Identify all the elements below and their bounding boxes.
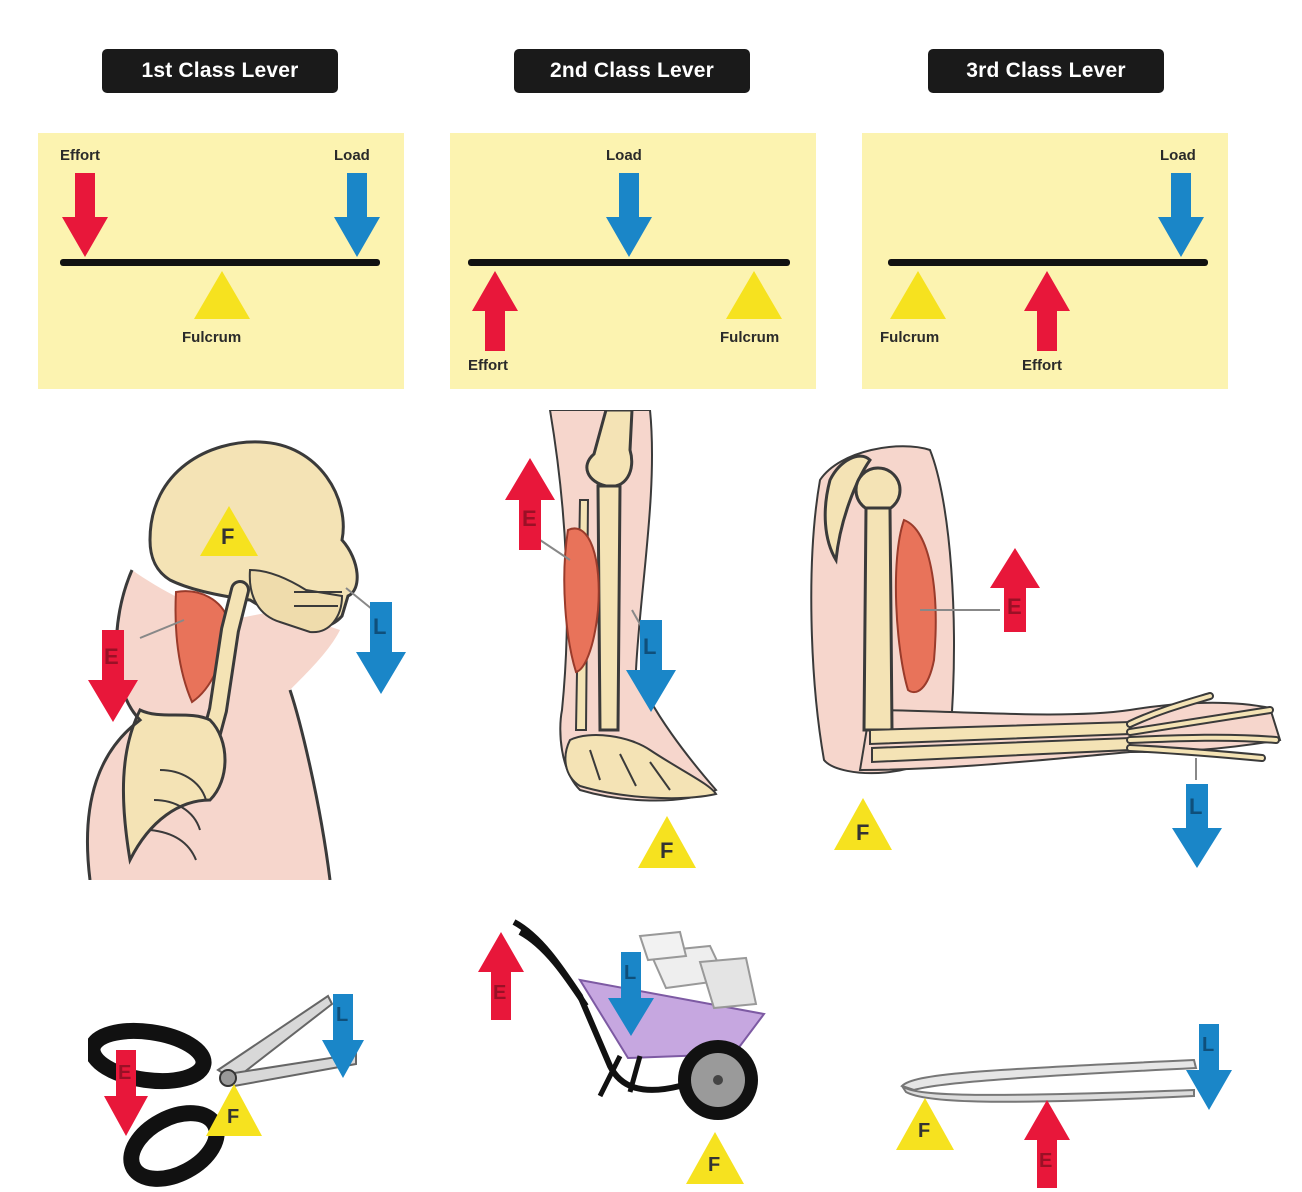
- effort-down-arrow-icon: [62, 173, 108, 257]
- load-marker-letter: L: [624, 962, 636, 985]
- fulcrum-marker-letter: F: [227, 1106, 239, 1129]
- first-class-diagram-panel: Effort Load Fulcrum: [38, 133, 404, 389]
- effort-up-arrow-icon: [505, 458, 555, 550]
- arm-elbow-illustration: [800, 440, 1290, 780]
- effort-marker-letter: E: [118, 1062, 131, 1085]
- title-first-class: 1st Class Lever: [102, 49, 338, 93]
- fulcrum-label: Fulcrum: [880, 329, 939, 346]
- second-class-diagram-panel: Load Effort Fulcrum: [450, 133, 816, 389]
- title-second-class: 2nd Class Lever: [514, 49, 750, 93]
- calf-foot-illustration: [540, 410, 730, 810]
- load-label: Load: [1160, 147, 1196, 164]
- effort-marker-letter: E: [522, 506, 537, 532]
- load-down-arrow-icon: [334, 173, 380, 257]
- load-label: Load: [334, 147, 370, 164]
- effort-up-arrow-icon: [472, 271, 518, 351]
- fulcrum-marker-letter: F: [221, 524, 234, 550]
- fulcrum-label: Fulcrum: [720, 329, 779, 346]
- fulcrum-marker-letter: F: [856, 820, 869, 846]
- fulcrum-marker-letter: F: [708, 1154, 720, 1177]
- load-down-arrow-icon: [1158, 173, 1204, 257]
- load-marker-letter: L: [643, 634, 656, 660]
- third-class-diagram-panel: Load Fulcrum Effort: [862, 133, 1228, 389]
- load-down-arrow-icon: [606, 173, 652, 257]
- load-label: Load: [606, 147, 642, 164]
- effort-up-arrow-icon: [1024, 271, 1070, 351]
- effort-up-arrow-icon: [478, 932, 524, 1020]
- fulcrum-triangle-icon: [726, 271, 782, 319]
- effort-label: Effort: [60, 147, 100, 164]
- title-third-class: 3rd Class Lever: [928, 49, 1164, 93]
- effort-label: Effort: [1022, 357, 1062, 374]
- load-marker-letter: L: [373, 614, 386, 640]
- load-marker-letter: L: [1202, 1034, 1214, 1057]
- effort-marker-letter: E: [493, 982, 506, 1005]
- lever-beam: [60, 259, 380, 266]
- load-marker-letter: L: [1189, 794, 1202, 820]
- lever-beam: [888, 259, 1208, 266]
- fulcrum-marker-letter: F: [660, 838, 673, 864]
- load-marker-letter: L: [336, 1004, 348, 1027]
- fulcrum-label: Fulcrum: [182, 329, 241, 346]
- effort-label: Effort: [468, 357, 508, 374]
- fulcrum-triangle-icon: [194, 271, 250, 319]
- effort-marker-letter: E: [104, 644, 119, 670]
- effort-marker-letter: E: [1039, 1150, 1052, 1173]
- effort-marker-letter: E: [1007, 594, 1022, 620]
- effort-up-arrow-icon: [1024, 1100, 1070, 1188]
- fulcrum-triangle-icon: [890, 271, 946, 319]
- lever-beam: [468, 259, 790, 266]
- fulcrum-marker-letter: F: [918, 1120, 930, 1143]
